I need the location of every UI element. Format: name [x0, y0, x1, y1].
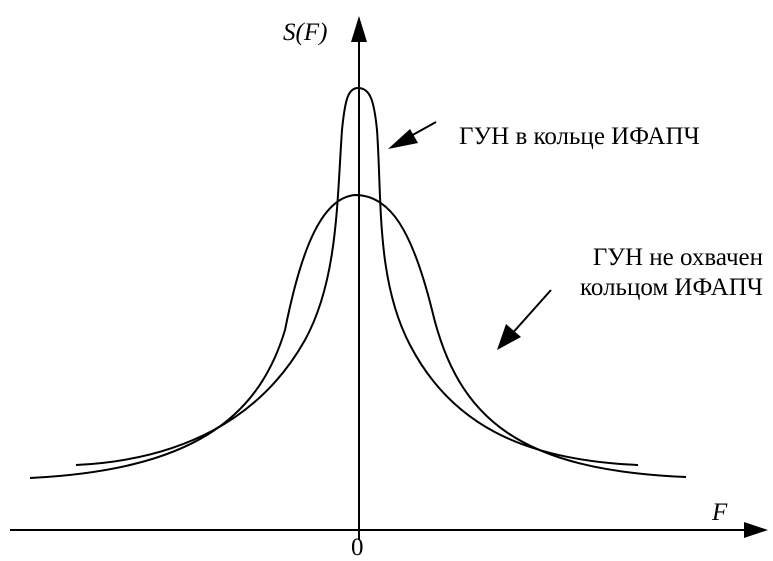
spectrum-curve-free-vco [29, 193, 687, 479]
y-axis-arrowhead [351, 16, 367, 42]
free-annotation-arrowhead [497, 324, 521, 350]
pll-annotation-arrowhead [388, 129, 418, 149]
annotation-vco-free: ГУН не охвачен кольцом ИФАПЧ [580, 243, 763, 302]
free-annotation-arrow-shaft [509, 289, 552, 337]
annotation-vco-free-line1: ГУН не охвачен [592, 244, 763, 271]
spectrum-curve-pll-vco [75, 86, 639, 466]
x-axis-label: F [712, 499, 728, 526]
x-axis-arrowhead [744, 522, 768, 538]
y-axis-label-argument: (F) [295, 19, 328, 46]
origin-label: 0 [351, 534, 364, 561]
annotation-vco-in-pll: ГУН в кольце ИФАПЧ [459, 123, 700, 150]
y-axis-label: S(F) [283, 20, 327, 45]
y-axis-label-symbol: S [283, 19, 296, 46]
annotation-vco-free-line2: кольцом ИФАПЧ [580, 273, 763, 301]
